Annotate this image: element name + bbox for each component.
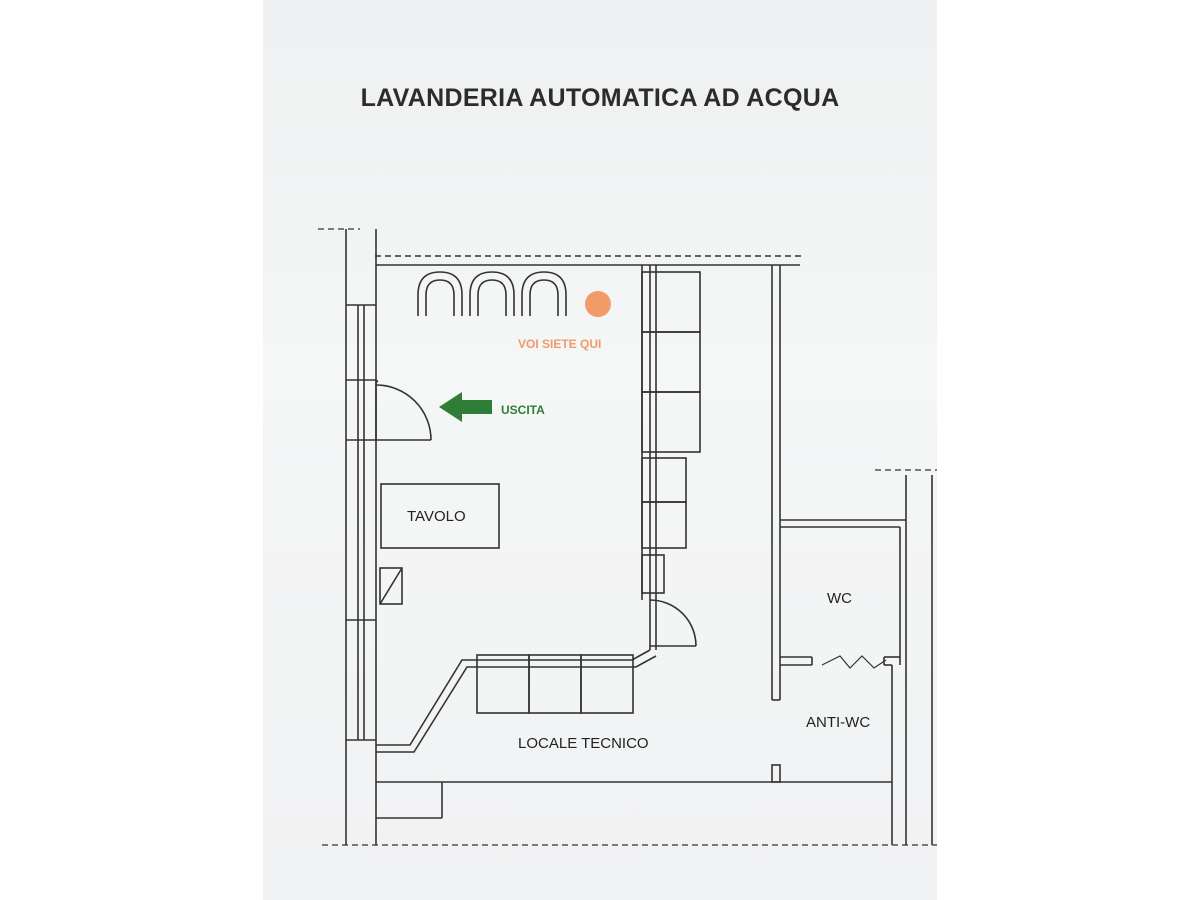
washing-machines — [641, 271, 701, 453]
anti-wc-label: ANTI-WC — [806, 714, 871, 731]
exit-arrow-icon — [439, 392, 492, 422]
technical-room-label: LOCALE TECNICO — [518, 735, 649, 752]
plan-title: LAVANDERIA AUTOMATICA AD ACQUA — [360, 84, 840, 112]
table-shape — [380, 483, 500, 549]
technical-room-walls — [376, 649, 892, 819]
right-walls — [322, 265, 937, 846]
wc-label: WC — [827, 590, 852, 607]
you-are-here-label: VOI SIETE QUI — [518, 337, 602, 351]
you-are-here-dot — [585, 291, 611, 317]
left-wall — [345, 229, 377, 845]
small-cabinet — [379, 567, 403, 605]
exit-label: USCITA — [501, 403, 545, 417]
table-label: TAVOLO — [407, 508, 466, 525]
entrance-door — [375, 379, 432, 441]
chairs — [417, 271, 567, 316]
technical-door — [649, 599, 697, 647]
wc-folding-door — [821, 655, 887, 669]
dryers — [641, 457, 687, 594]
